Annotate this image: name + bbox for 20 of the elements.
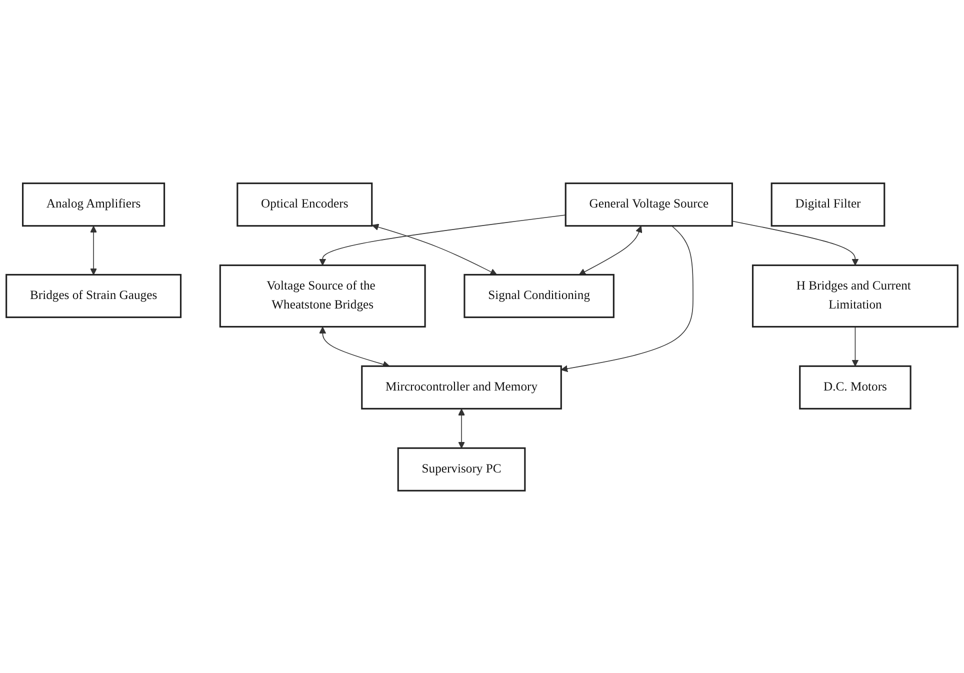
node-box: General Voltage Source	[564, 182, 733, 226]
arrow	[578, 225, 642, 275]
node-box: Signal Conditioning	[464, 273, 614, 318]
arrow	[560, 224, 694, 372]
arrow	[852, 326, 859, 366]
node-box: D.C. Motors	[799, 364, 912, 409]
arrow	[372, 223, 498, 275]
node-box: Voltage Source of the Wheatstone Bridges	[219, 264, 426, 328]
node-box: Optical Encoders	[236, 182, 373, 226]
node-box: Supervisory PC	[397, 446, 526, 491]
node-box: Mircrocontroller and Memory	[361, 364, 562, 409]
arrow	[732, 220, 859, 266]
node-box: H Bridges and Current Limitation	[752, 264, 958, 328]
arrow	[319, 326, 390, 368]
arrow	[458, 408, 465, 448]
arrow	[90, 225, 97, 275]
node-box: Analog Amplifiers	[22, 182, 166, 226]
node-box: Bridges of Strain Gauges	[6, 273, 182, 318]
arrow	[319, 214, 566, 266]
node-box: Digital Filter	[770, 182, 886, 226]
